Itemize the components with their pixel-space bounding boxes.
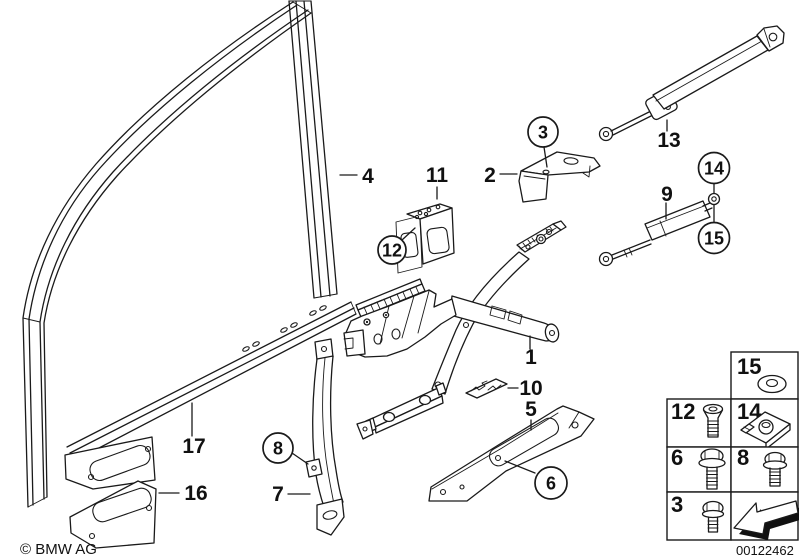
beltline-rail-drawing (64, 301, 357, 490)
callout-circle-8[interactable]: 8 (262, 432, 294, 464)
legend-cell-3[interactable]: 3 (666, 491, 732, 541)
prev-diagram-arrow-icon (733, 500, 799, 540)
gas-strut-long-drawing (598, 25, 785, 142)
bracket-with-gasket-drawing (395, 203, 455, 274)
callout-10[interactable]: 10 (519, 377, 542, 400)
svg-text:6: 6 (671, 445, 683, 470)
legend-cell-6[interactable]: 6 (666, 445, 732, 493)
callout-circle-6[interactable]: 6 (534, 466, 568, 500)
flange-bolt-icon (698, 448, 726, 490)
callout-5[interactable]: 5 (525, 398, 537, 421)
callout-11[interactable]: 11 (426, 164, 449, 187)
callout-13[interactable]: 13 (657, 129, 680, 152)
callout-circle-14[interactable]: 14 (697, 151, 731, 185)
hex-bolt-icon (701, 500, 725, 533)
washer-icon (757, 374, 787, 394)
svg-text:14: 14 (704, 159, 724, 179)
legend-cell-14[interactable]: 14 (730, 398, 799, 450)
retaining-comb-drawing (465, 378, 508, 399)
callout-circle-3[interactable]: 3 (527, 116, 559, 148)
guide-channel-drawing (305, 338, 345, 536)
fastener-legend: 15 12 14 (666, 351, 799, 541)
legend-cell-arrow[interactable] (730, 491, 799, 541)
callout-17[interactable]: 17 (182, 435, 205, 458)
callout-2[interactable]: 2 (484, 164, 496, 187)
svg-text:8: 8 (273, 439, 283, 459)
callout-leader-lines (158, 119, 715, 495)
gas-strut-short-drawing (598, 192, 721, 267)
callout-9[interactable]: 9 (661, 183, 673, 206)
callout-16[interactable]: 16 (184, 482, 207, 505)
callout-circle-12[interactable]: 12 (377, 235, 407, 265)
callout-1[interactable]: 1 (525, 346, 537, 369)
legend-cell-8[interactable]: 8 (730, 445, 799, 493)
window-frame-seal-drawing (22, 0, 338, 508)
svg-text:15: 15 (737, 354, 761, 379)
support-bracket-drawing (428, 405, 595, 502)
cover-plate-drawing (69, 480, 157, 549)
svg-text:12: 12 (382, 241, 402, 261)
flange-bolt-icon (762, 451, 788, 487)
legend-cell-15[interactable]: 15 (730, 351, 799, 400)
mounting-bracket-drawing (518, 151, 601, 203)
svg-text:12: 12 (671, 399, 695, 424)
clip-nut-icon (740, 411, 791, 450)
svg-text:3: 3 (538, 123, 548, 143)
svg-text:3: 3 (671, 492, 683, 517)
copyright-notice: © BMW AG (20, 541, 97, 558)
callout-4[interactable]: 4 (362, 165, 374, 188)
callout-circle-15[interactable]: 15 (697, 221, 731, 255)
svg-text:6: 6 (546, 474, 556, 494)
countersunk-screw-icon (702, 403, 724, 438)
window-regulator-drawing (343, 220, 567, 440)
svg-text:15: 15 (704, 229, 724, 249)
svg-text:8: 8 (737, 445, 749, 470)
drawing-number: 00122462 (736, 543, 794, 558)
legend-cell-12[interactable]: 12 (666, 398, 732, 448)
callout-7[interactable]: 7 (272, 483, 284, 506)
